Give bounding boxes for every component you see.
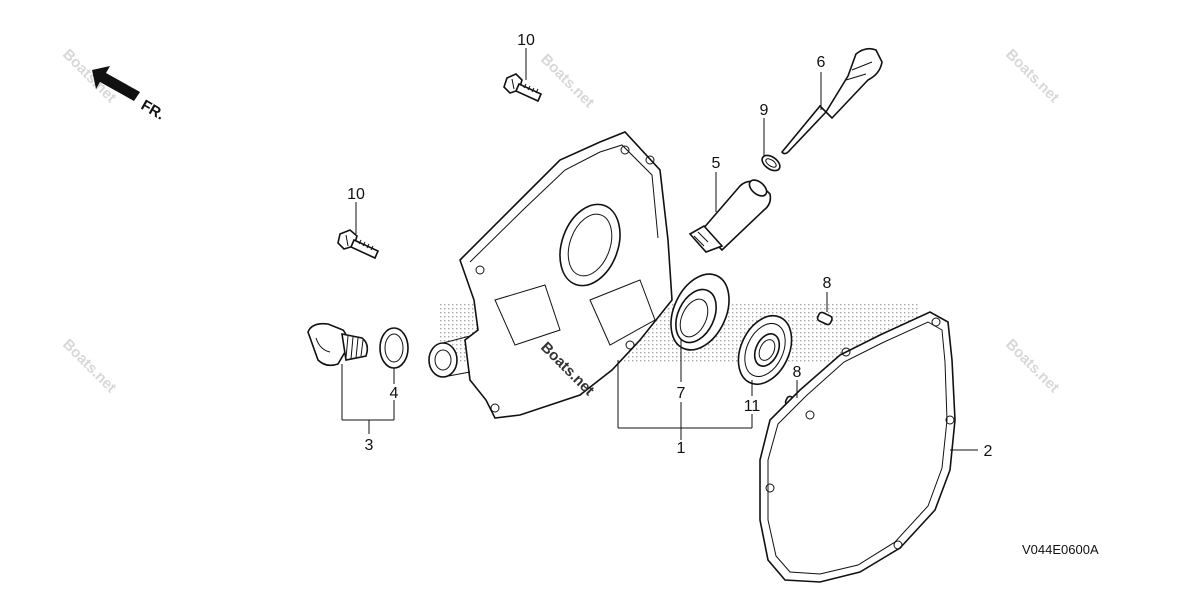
part-3-drain-plug <box>307 322 369 367</box>
callout-10-left: 10 <box>347 186 365 203</box>
part-10-bolt-top <box>503 73 543 103</box>
leader-lines <box>341 48 978 451</box>
part-11-bearing <box>737 315 793 385</box>
callouts: 10 10 6 9 5 8 8 4 3 7 11 1 2 <box>347 32 992 460</box>
diagram-code: V044E0600A <box>1022 542 1099 557</box>
arrow-icon <box>92 66 140 101</box>
part-9-o-ring <box>761 154 781 172</box>
callout-10-top: 10 <box>517 32 535 49</box>
part-1-crankcase-cover <box>428 131 673 419</box>
part-4-washer <box>379 327 409 369</box>
callout-6: 6 <box>817 54 826 71</box>
callout-11: 11 <box>744 398 761 415</box>
part-6-dipstick <box>780 47 883 155</box>
callout-5: 5 <box>712 155 721 172</box>
callout-2: 2 <box>984 443 993 460</box>
callout-8-bottom: 8 <box>793 364 802 381</box>
callout-7: 7 <box>677 385 686 402</box>
callout-3: 3 <box>365 437 374 454</box>
front-label: FR. <box>138 97 167 124</box>
watermark-3: Boats.net <box>1002 46 1062 106</box>
part-7-oil-seal <box>670 273 730 351</box>
part-2-gasket <box>759 311 956 583</box>
part-8-dowel-pin-top <box>816 311 833 326</box>
callout-8-top: 8 <box>823 275 832 292</box>
part-5-filler-neck <box>688 179 772 253</box>
callout-9: 9 <box>760 102 769 119</box>
watermark-2: Boats.net <box>537 51 597 111</box>
part-10-bolt-left <box>337 229 380 260</box>
watermark-5: Boats.net <box>1002 336 1062 396</box>
callout-4: 4 <box>390 385 399 402</box>
watermark-4: Boats.net <box>59 336 119 396</box>
callout-1: 1 <box>677 440 686 457</box>
